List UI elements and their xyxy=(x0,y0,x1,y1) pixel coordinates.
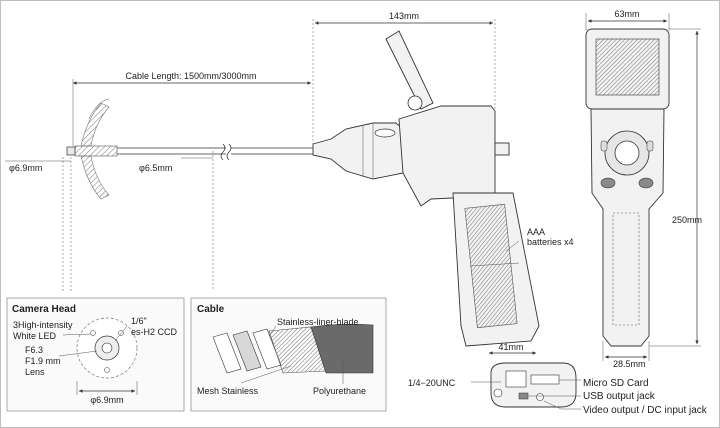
cable-break-mark xyxy=(220,143,226,161)
sd-slot xyxy=(530,374,560,385)
cable-liner-label: Stainless-liner-blade xyxy=(277,317,359,327)
lens-label-3: Lens xyxy=(25,367,45,377)
cable-box: Cable xyxy=(190,297,387,412)
cable-layer-jacket xyxy=(310,324,374,374)
monitor-hinge xyxy=(407,95,423,111)
lens-label-2: F1.9 mm xyxy=(25,356,61,366)
front-dimensions: 63mm 250mm 28.5mm xyxy=(585,9,702,369)
side-dimensions: 143mm Cable Length: 1500mm/3000mm φ6.9mm… xyxy=(5,11,574,355)
front-lens xyxy=(614,140,640,166)
video-label: Video output / DC input jack xyxy=(583,405,708,416)
cable-jacket-label: Polyurethane xyxy=(313,386,366,396)
usb-label: USB output jack xyxy=(583,391,656,402)
dim-width-top: 63mm xyxy=(614,9,639,19)
micro-sd-label: Micro SD Card xyxy=(583,378,649,389)
handle-housing xyxy=(398,105,496,207)
camera-head-title: Camera Head xyxy=(12,304,76,315)
led-1 xyxy=(90,330,96,336)
probe-flex-up xyxy=(88,98,110,120)
battery-label-2: batteries x4 xyxy=(527,237,574,247)
cable-layer-liner-1 xyxy=(212,332,242,374)
probe-tip xyxy=(74,145,118,157)
led-label-1: 3High-intensity xyxy=(13,320,73,330)
front-battery-outline xyxy=(612,212,640,326)
probe-bend-down xyxy=(80,155,110,200)
focus-knob xyxy=(494,142,510,156)
led-3 xyxy=(104,367,110,373)
bottom-panel xyxy=(490,362,577,408)
camera-tip xyxy=(66,146,76,156)
front-body xyxy=(590,108,665,347)
front-button-left xyxy=(600,177,616,189)
camera-head-diameter: φ6.9mm xyxy=(90,395,123,405)
dim-cable-diameter: φ6.5mm xyxy=(139,163,172,173)
front-screen xyxy=(595,38,660,96)
front-view-illustration xyxy=(585,28,670,347)
dim-cable-length: Cable Length: 1500mm/3000mm xyxy=(125,71,256,81)
battery-compartment xyxy=(464,203,518,329)
tripod-label: 1/4−20UNC xyxy=(408,378,456,388)
dim-length-top: 143mm xyxy=(389,11,419,21)
dim-probe-diameter: φ6.9mm xyxy=(9,163,42,173)
side-monitor xyxy=(385,30,434,110)
battery-label-1: AAA xyxy=(527,227,545,237)
ccd-label-1: 1/6" xyxy=(131,316,147,326)
led-label-2: White LED xyxy=(13,331,57,341)
side-view-illustration xyxy=(66,30,540,347)
cable-layer-liner-2 xyxy=(232,330,262,372)
lens-label-1: F6.3 xyxy=(25,345,43,355)
camera-head-box: Camera Head xyxy=(6,297,185,412)
usb-port xyxy=(518,392,529,400)
cable-title: Cable xyxy=(197,304,225,315)
probe-bend-up xyxy=(80,102,110,147)
video-port xyxy=(536,393,544,401)
dim-height: 250mm xyxy=(672,215,702,225)
bottom-view-illustration xyxy=(471,362,581,410)
dim-front-grip: 28.5mm xyxy=(613,359,646,369)
front-button-right xyxy=(638,177,654,189)
ccd-label-2: es-H2 CCD xyxy=(131,327,178,337)
dim-grip-width: 41mm xyxy=(498,342,523,352)
cable-mesh-label: Mesh Stainless xyxy=(197,386,259,396)
tripod-mount xyxy=(493,388,503,398)
